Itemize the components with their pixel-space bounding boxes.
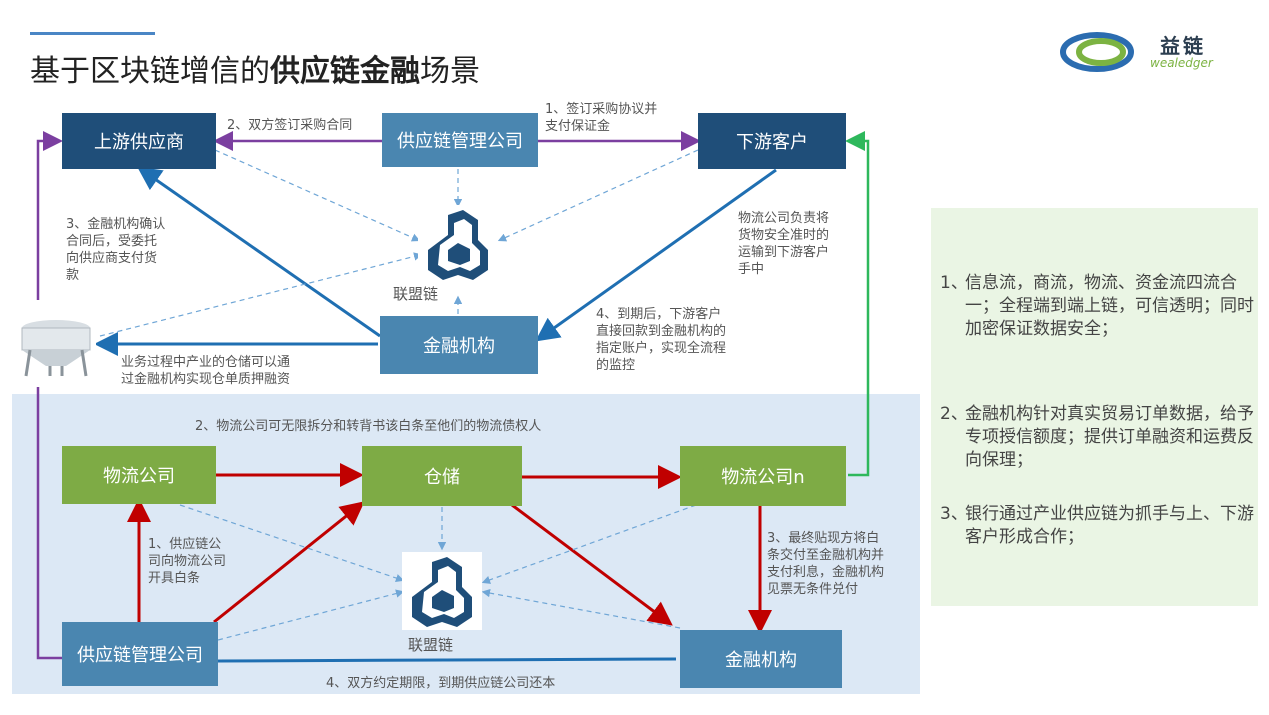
- wealedger-logo: [1060, 32, 1134, 72]
- finance-institution-box-upper: 金融机构: [380, 316, 538, 374]
- summary-item-1: 1、信息流，商流，物流、资金流四流合一；全程端到端上链，可信透明；同时加密保证数…: [940, 273, 1254, 339]
- chain-label-lower: 联盟链: [408, 636, 454, 654]
- label-repay: 4、到期后，下游客户直接回款到金融机构的 指定账户，实现全流程的监控: [596, 307, 727, 373]
- logistics-company-box: 物流公司: [62, 446, 216, 504]
- summary-item-2: 2、金融机构针对真实贸易订单数据，给予专项授信额度；提供订单融资和运费反向保理；: [940, 404, 1254, 470]
- label-discount: 3、最终贴现方将白条交付至金融机构并 支付利息，金融机构见票无条件兑付: [767, 531, 885, 597]
- label-warehouse-pledge: 业务过程中产业的仓储可以通过金融机构实现仓单质押融资: [121, 355, 291, 387]
- warehouse-box: 仓储: [362, 446, 522, 506]
- page-title: 基于区块链增信的供应链金融场景: [30, 54, 480, 89]
- warehouse-silo-icon: [16, 312, 96, 378]
- summary-item-3: 3、银行通过产业供应链为抓手与上、下游客户形成合作；: [940, 504, 1254, 547]
- chain-label-upper: 联盟链: [393, 285, 439, 303]
- label-sign-contract: 2、双方签订采购合同: [227, 118, 353, 133]
- blockchain-icon-upper: [418, 205, 498, 285]
- logo-en-text: wealedger: [1150, 56, 1213, 70]
- upstream-supplier-box: 上游供应商: [62, 113, 216, 169]
- label-finance-confirm: 3、金融机构确认合同后，受委托 向供应商支付货款: [66, 217, 166, 283]
- label-sign-agreement: 1、签订采购协议并支付保证金: [545, 102, 658, 134]
- label-term-repay: 4、双方约定期限，到期供应链公司还本: [326, 676, 556, 691]
- finance-institution-box-lower: 金融机构: [680, 630, 842, 688]
- label-logistics-delivery: 物流公司负责将货物安全准时的 运输到下游客户手中: [738, 211, 830, 277]
- logistics-company-n-box: 物流公司n: [680, 446, 846, 506]
- label-issue-iou: 1、供应链公司向物流公司开具白条: [148, 537, 227, 586]
- downstream-customer-box: 下游客户: [698, 113, 846, 169]
- scm-company-box-upper: 供应链管理公司: [382, 113, 538, 167]
- title-accent-bar: [30, 32, 155, 35]
- summary-panel: [931, 208, 1258, 606]
- logo-cn-text: 益链: [1160, 34, 1206, 58]
- blockchain-icon-lower: [402, 552, 482, 630]
- label-split-endorse: 2、物流公司可无限拆分和转背书该白条至他们的物流债权人: [195, 419, 542, 434]
- scm-company-box-lower: 供应链管理公司: [62, 622, 218, 686]
